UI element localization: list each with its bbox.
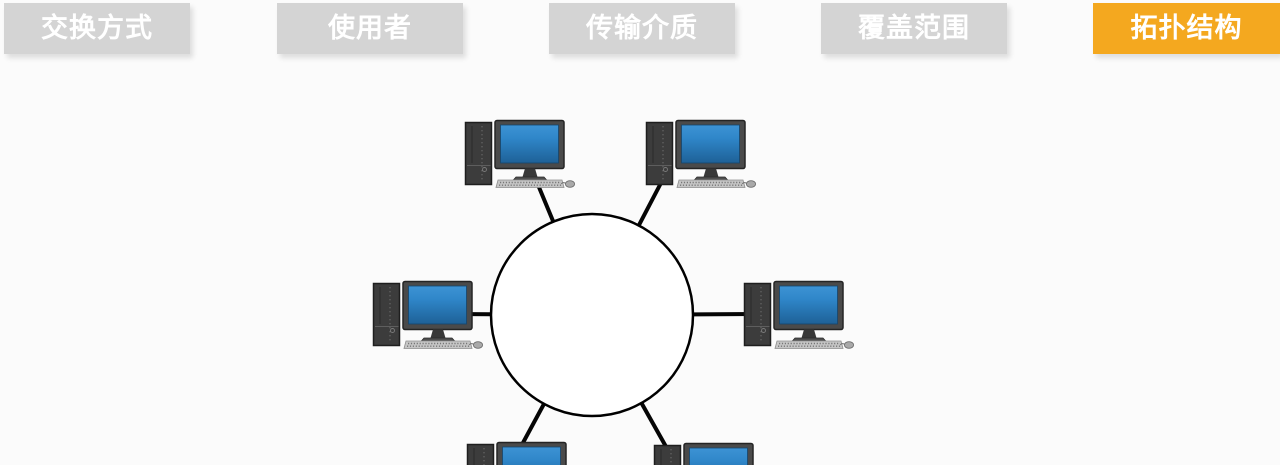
ring-circle — [489, 212, 695, 418]
computer-node-bottom-right — [653, 442, 765, 465]
tab-bar: 交换方式 使用者 传输介质 覆盖范围 拓扑结构 — [0, 3, 1280, 54]
computer-node-top-left — [464, 119, 576, 189]
tab-topology-structure[interactable]: 拓扑结构 — [1093, 3, 1280, 54]
computer-node-left — [372, 280, 484, 350]
tab-switching-method[interactable]: 交换方式 — [4, 3, 190, 54]
tab-transmission-medium[interactable]: 传输介质 — [549, 3, 735, 54]
tab-coverage-range[interactable]: 覆盖范围 — [821, 3, 1007, 54]
computer-node-right — [743, 280, 855, 350]
computer-node-top-right — [645, 119, 757, 189]
tab-user[interactable]: 使用者 — [277, 3, 463, 54]
computer-node-bottom-left — [466, 441, 578, 465]
